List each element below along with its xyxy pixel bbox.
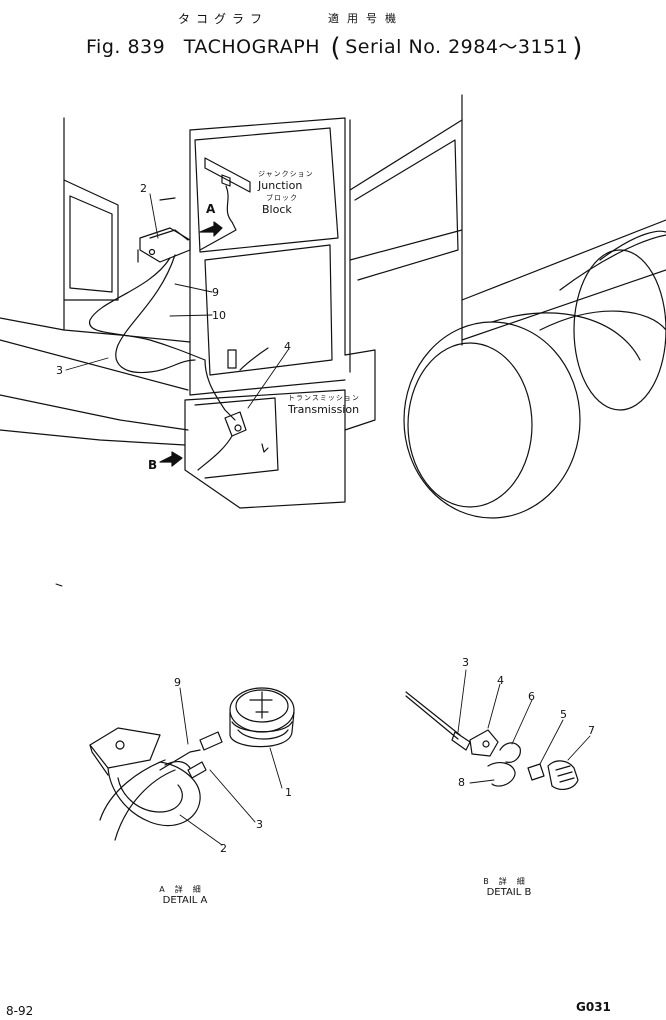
detail-b-caption-jp: B詳細 <box>483 877 535 886</box>
callout-main-10: 10 <box>212 309 226 322</box>
junction-block-label: ジャンクション Junction ブロック Block <box>258 168 314 216</box>
callout-detail-a-3: 3 <box>256 818 263 831</box>
page-number: 8-92 <box>6 1004 34 1018</box>
detail-a-caption: A詳細 DETAIL A <box>150 884 220 906</box>
detail-b-caption: B詳細 DETAIL B <box>474 876 544 898</box>
close-paren: ) <box>572 33 583 63</box>
leader-lines-main <box>65 193 289 409</box>
arrow-a-letter: A <box>206 202 216 216</box>
callout-detail-b-5: 5 <box>560 708 567 721</box>
diagram-header: タコグラフ 適用号機 Fig. 839 TACHOGRAPH (Serial N… <box>86 10 582 63</box>
callout-detail-a-1: 1 <box>285 786 292 799</box>
arrow-b <box>159 451 183 467</box>
block-label-jp: ブロック <box>266 194 298 202</box>
callout-detail-b-4: 4 <box>497 674 504 687</box>
junction-block <box>199 157 251 251</box>
detail-a-caption-en: DETAIL A <box>162 895 208 906</box>
transmission-label: トランスミッション Transmission <box>288 392 360 416</box>
callout-detail-b-8: 8 <box>458 776 465 789</box>
figure-title-line: Fig. 839 TACHOGRAPH (Serial No. 2984～315… <box>86 30 587 63</box>
leader-lines-detail-a <box>179 687 283 846</box>
open-paren: ( <box>330 33 342 63</box>
callout-detail-b-3: 3 <box>462 656 469 669</box>
arrow-b-letter: B <box>148 458 158 472</box>
junction-label-jp: ジャンクション <box>258 170 314 178</box>
detail-a-caption-jp: A詳細 <box>159 885 211 894</box>
transmission-label-jp: トランスミッション <box>288 394 360 402</box>
callout-main-3: 3 <box>56 364 63 377</box>
leader-lines-detail-b <box>457 669 591 784</box>
drawing-code: G031 <box>576 1000 611 1014</box>
callout-detail-a-2: 2 <box>220 842 227 855</box>
block-label: Block <box>262 203 292 216</box>
callout-main-2: 2 <box>140 182 147 195</box>
callout-detail-b-6: 6 <box>528 690 535 703</box>
arrow-a <box>199 221 223 237</box>
transmission-label-en: Transmission <box>288 403 360 416</box>
detail-b-drawing <box>405 691 579 790</box>
stray-mark <box>55 583 63 587</box>
callout-detail-a-9: 9 <box>174 676 181 689</box>
detail-b-caption-en: DETAIL B <box>486 887 532 898</box>
serial-range: Serial No. 2984～3151 <box>345 36 569 58</box>
detail-a-drawing <box>89 687 295 841</box>
callout-detail-b-7: 7 <box>588 724 595 737</box>
title-japanese: タコグラフ <box>178 12 269 26</box>
figure-title: TACHOGRAPH <box>183 36 320 58</box>
callout-main-4: 4 <box>284 340 291 353</box>
tachograph-main <box>89 227 269 471</box>
cab-body <box>0 94 666 509</box>
tires <box>403 230 666 519</box>
callout-main-9: 9 <box>212 286 219 299</box>
junction-label: Junction <box>258 179 303 192</box>
serial-japanese: 適用号機 <box>328 12 404 25</box>
figure-number: Fig. 839 <box>86 36 166 58</box>
